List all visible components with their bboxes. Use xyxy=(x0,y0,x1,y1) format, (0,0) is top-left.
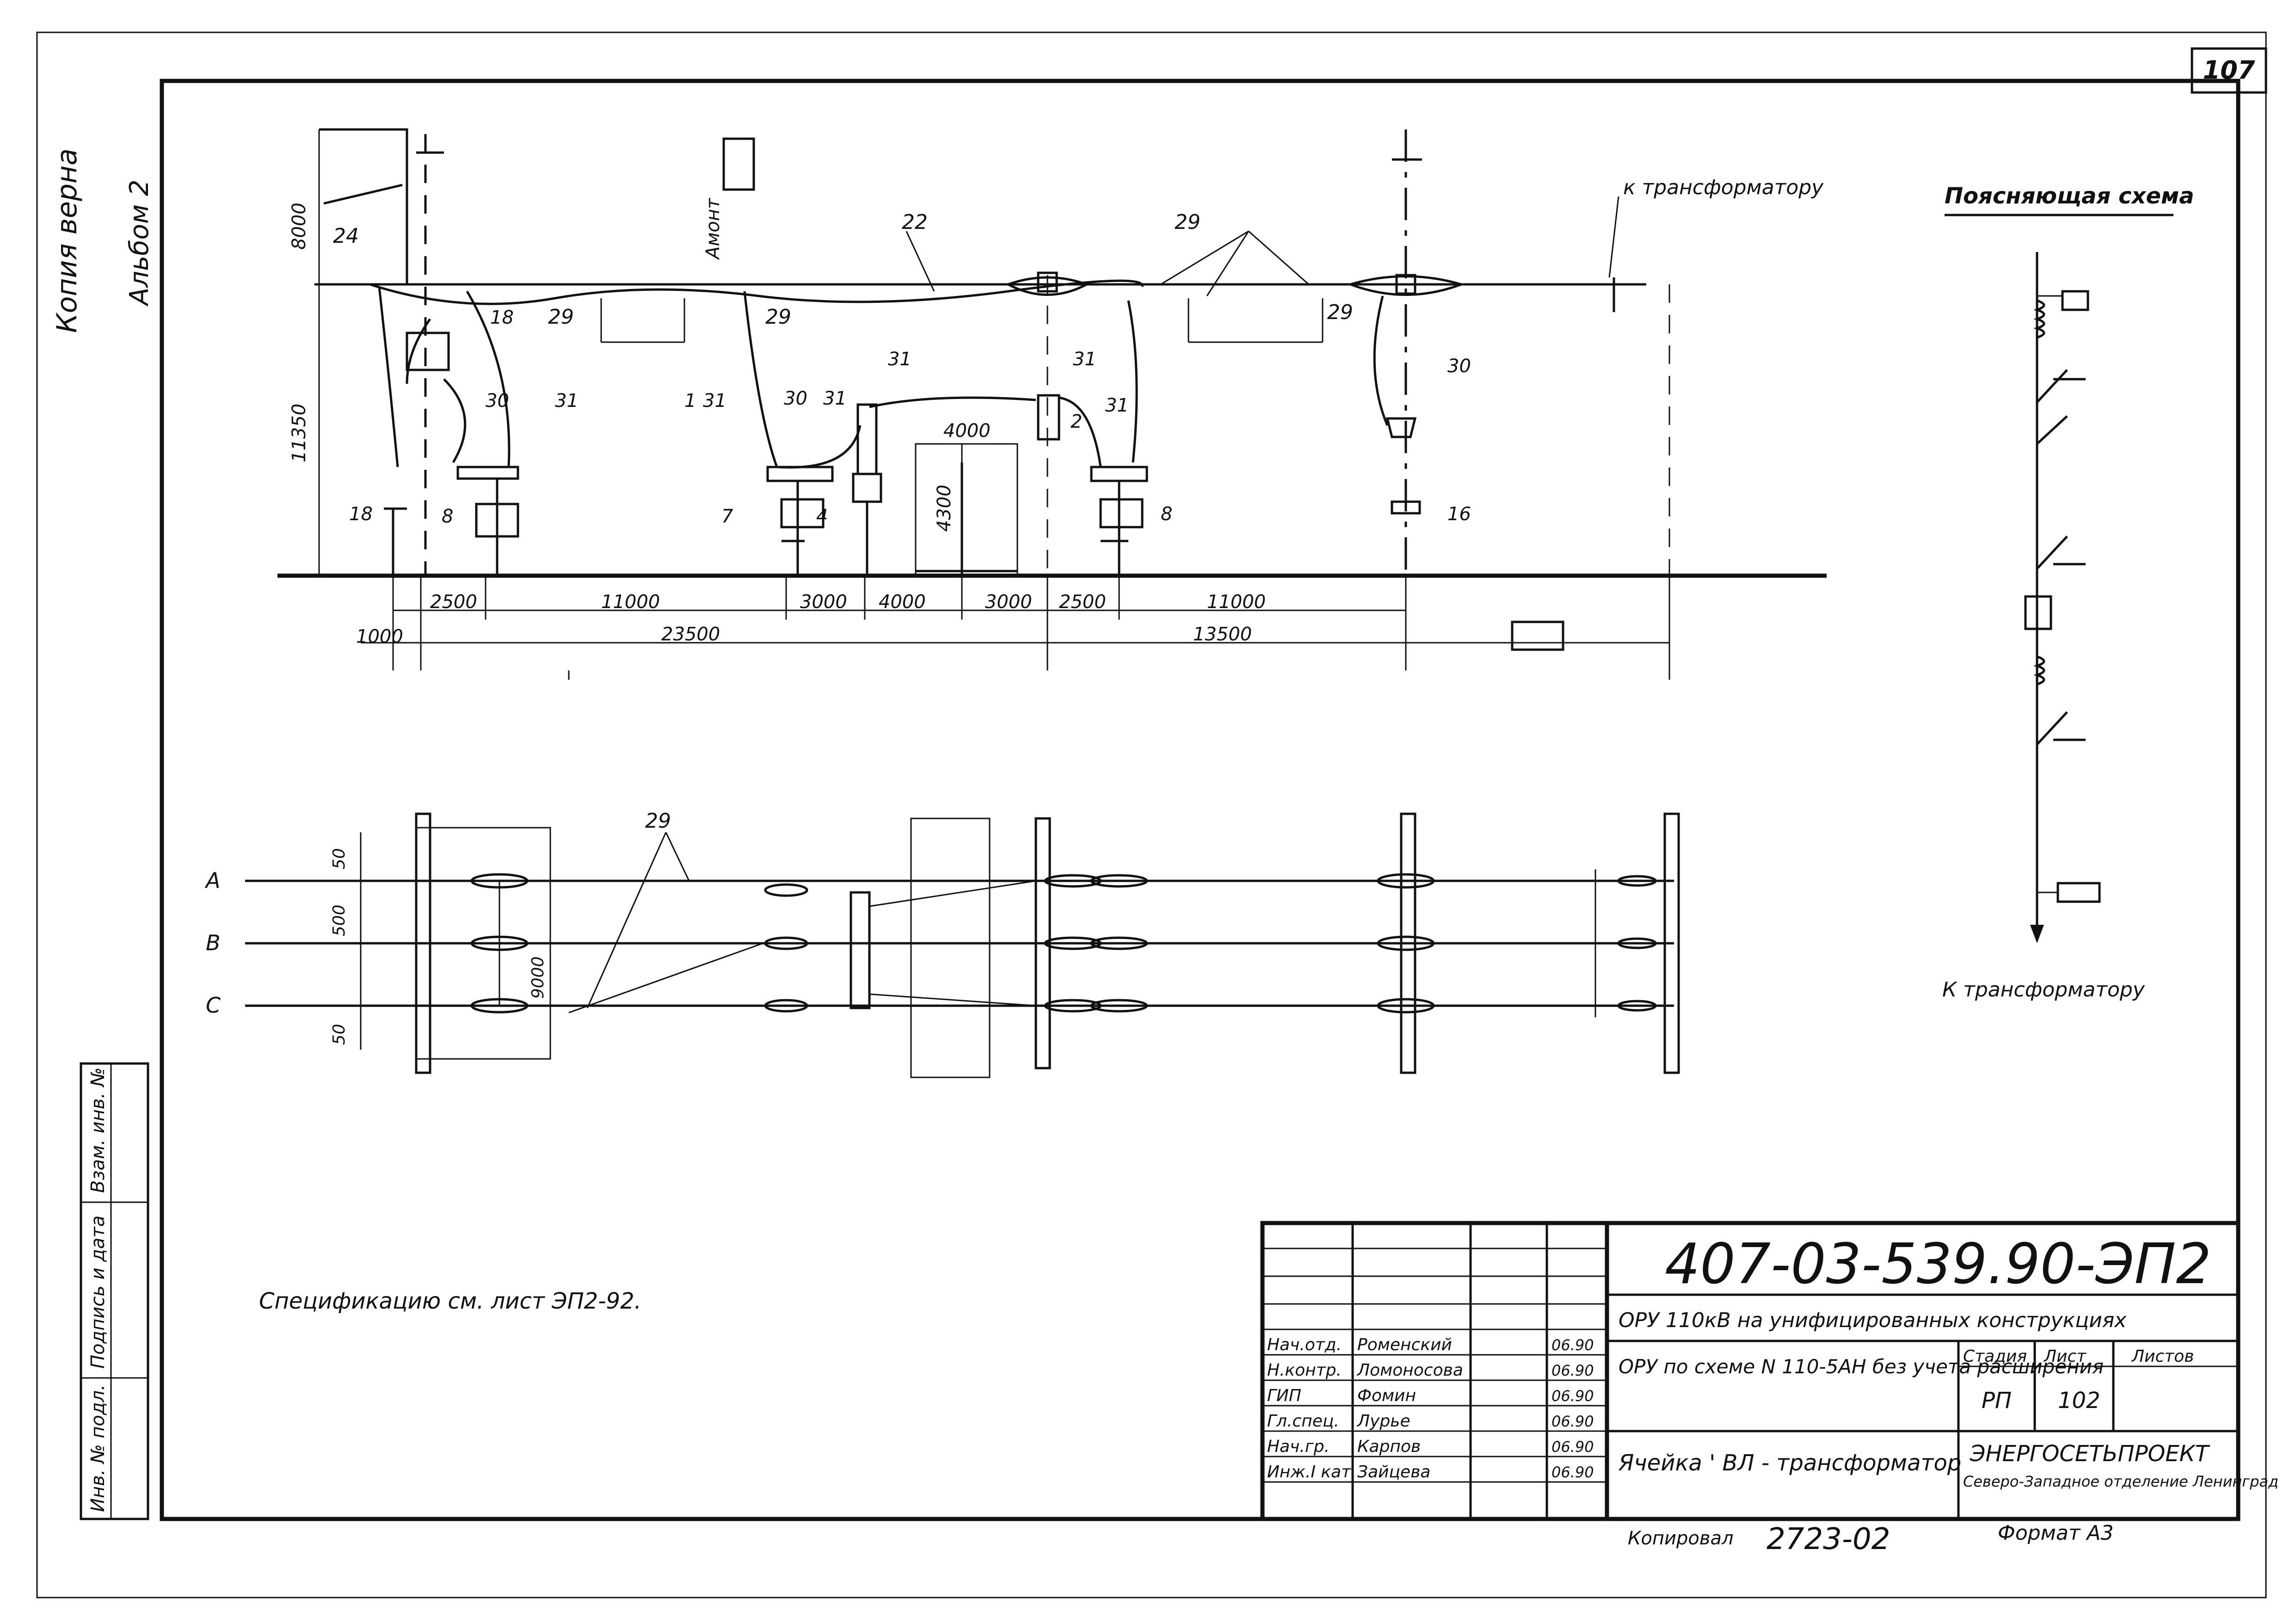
span-4000: 4000 xyxy=(943,420,991,442)
callout-8b: 8 xyxy=(1161,504,1172,525)
sheets-header: Листов xyxy=(2131,1347,2194,1366)
document-code: 407-03-539.90-ЭП2 xyxy=(1665,1232,2211,1297)
elevation-view xyxy=(277,128,1827,680)
signer-role-5: Нач.гр. xyxy=(1267,1437,1330,1456)
callout-2: 2 xyxy=(1071,411,1082,432)
callout-29b: 29 xyxy=(548,305,574,329)
callout-22: 22 xyxy=(902,210,928,234)
phase-b: B xyxy=(206,930,221,955)
organization-sub: Северо-Западное отделение Ленинград xyxy=(1963,1473,2278,1490)
page-number-box xyxy=(2191,47,2267,94)
phase-a: A xyxy=(204,868,220,893)
callout-31b: 31 xyxy=(703,390,726,412)
callout-29c: 29 xyxy=(765,305,791,329)
outer-frame xyxy=(36,31,2267,1598)
callout-31e: 31 xyxy=(1073,349,1096,370)
copy-note: Копия верна xyxy=(51,148,83,333)
callout-18b: 18 xyxy=(349,504,373,525)
dim-4300: 4300 xyxy=(934,485,955,532)
plan-dim-500: 500 xyxy=(330,904,349,936)
signer-date-5: 06.90 xyxy=(1551,1438,1594,1456)
signer-date-3: 06.90 xyxy=(1551,1387,1594,1405)
title-block xyxy=(1260,1221,2241,1521)
plan-callout-29: 29 xyxy=(645,809,671,833)
signer-date-4: 06.90 xyxy=(1551,1413,1594,1430)
bottom-dim-2500a: 2500 xyxy=(430,591,477,613)
callout-1: 1 xyxy=(684,390,696,412)
plan-dim-9000: 9000 xyxy=(529,956,548,999)
callout-31d: 31 xyxy=(888,349,911,370)
bottom-dim-11000a: 11000 xyxy=(601,591,660,613)
signer-role-2: Н.контр. xyxy=(1267,1361,1342,1380)
callout-31f: 31 xyxy=(1105,395,1129,416)
explanatory-to-transformer: К трансформатору xyxy=(1942,978,2145,1002)
organization: ЭНЕРГОСЕТЬПРОЕКТ xyxy=(1970,1441,2210,1467)
album-label: Альбом 2 xyxy=(124,179,154,307)
dim-8000: 8000 xyxy=(289,203,310,250)
to-transformer-label: к трансформатору xyxy=(1623,176,1824,199)
stage-value: РП xyxy=(1982,1388,2012,1414)
stamp-field-invnum-orig: Инв. № подл. xyxy=(87,1384,109,1512)
signer-name-5: Карпов xyxy=(1357,1437,1421,1456)
side-stamp: Инв. № подл. Подпись и дата Взам. инв. № xyxy=(80,1062,149,1520)
callout-29d: 29 xyxy=(1327,301,1353,324)
stamp-field-replace-inv: Взам. инв. № xyxy=(87,1067,109,1193)
callout-8a: 8 xyxy=(442,506,453,527)
explanatory-scheme xyxy=(1945,214,2173,943)
signer-name-4: Лурье xyxy=(1356,1412,1410,1431)
bottom-dim-4000: 4000 xyxy=(879,591,926,613)
signer-date-2: 06.90 xyxy=(1551,1362,1594,1379)
callout-7: 7 xyxy=(721,506,733,527)
bottom-dim-2500b: 2500 xyxy=(1059,591,1106,613)
stage-header: Стадия xyxy=(1963,1347,2027,1366)
callout-16: 16 xyxy=(1447,504,1471,525)
clearance-label: Амонт xyxy=(702,197,724,260)
callout-30b: 30 xyxy=(784,388,807,409)
plan-dim-50a: 50 xyxy=(330,848,349,869)
signer-date-6: 06.90 xyxy=(1551,1463,1594,1481)
signer-role-4: Гл.спец. xyxy=(1267,1412,1339,1431)
spec-note: Спецификацию см. лист ЭП2-92. xyxy=(259,1288,641,1314)
bottom-dim-1000: 1000 xyxy=(356,626,403,647)
sheet-value: 102 xyxy=(2058,1388,2100,1414)
callout-30a: 30 xyxy=(486,390,509,412)
signer-role-3: ГИП xyxy=(1267,1386,1301,1405)
title-object: ОРУ 110кВ на унифицированных конструкция… xyxy=(1619,1309,2127,1332)
plan-view xyxy=(245,812,1680,1078)
callout-31c: 31 xyxy=(823,388,847,409)
callout-30c: 30 xyxy=(1447,356,1471,377)
explanatory-title: Поясняющая схема xyxy=(1945,183,2194,209)
sheet-header: Лист xyxy=(2043,1347,2087,1366)
signer-name-2: Ломоносова xyxy=(1356,1361,1463,1380)
callout-18a: 18 xyxy=(490,307,514,328)
callout-24: 24 xyxy=(333,224,359,248)
page-number: 107 xyxy=(2203,55,2255,85)
signer-name-3: Фомин xyxy=(1357,1386,1416,1405)
inner-frame xyxy=(160,79,2241,1521)
total-dim-13500: 13500 xyxy=(1193,624,1252,645)
callout-31a: 31 xyxy=(555,390,579,412)
title-sheet: Ячейка ' ВЛ - трансформатор xyxy=(1618,1450,1961,1476)
bottom-dim-3000b: 3000 xyxy=(985,591,1032,613)
signer-name-6: Зайцева xyxy=(1357,1463,1430,1482)
total-dim-23500: 23500 xyxy=(661,624,720,645)
title-scheme: ОРУ по схеме N 110-5АН без учета расшире… xyxy=(1619,1355,2104,1378)
signer-name-1: Роменский xyxy=(1357,1335,1452,1354)
phase-c: C xyxy=(206,993,221,1018)
bottom-dim-3000a: 3000 xyxy=(800,591,847,613)
bottom-dim-11000b: 11000 xyxy=(1207,591,1266,613)
copied-label: Копировал xyxy=(1628,1528,1734,1549)
callout-29a: 29 xyxy=(1175,210,1200,234)
format-label: Формат А3 xyxy=(1998,1521,2114,1545)
dim-11350: 11350 xyxy=(289,404,310,462)
signer-role-1: Нач.отд. xyxy=(1267,1335,1342,1354)
signer-role-6: Инж.I кат. xyxy=(1267,1463,1356,1482)
stamp-field-sign-date: Подпись и дата xyxy=(87,1216,109,1369)
callout-4: 4 xyxy=(816,506,828,527)
plan-dim-50b: 50 xyxy=(330,1024,349,1045)
copied-number: 2723-02 xyxy=(1767,1522,1890,1556)
title-scheme-text: ОРУ по схеме N 110-5АН без учета расшире… xyxy=(1619,1355,2104,1378)
signer-date-1: 06.90 xyxy=(1551,1336,1594,1354)
